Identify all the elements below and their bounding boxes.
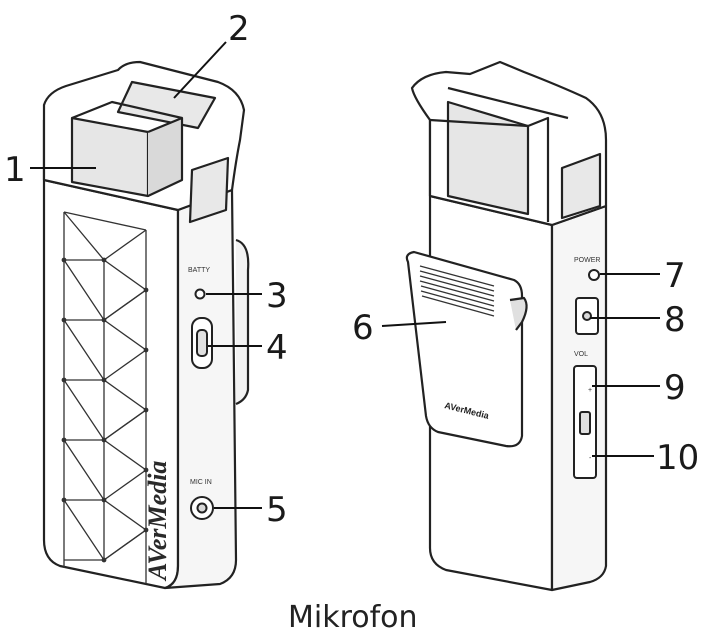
- callout-7: 7: [664, 256, 686, 296]
- battery-led: [194, 288, 206, 300]
- left-front-window: [70, 116, 150, 198]
- callout-6: 6: [352, 308, 374, 348]
- left-controls: BATTY MIC IN: [188, 267, 214, 520]
- clip-grip-lines: [419, 265, 495, 317]
- callout-4: 4: [266, 328, 288, 368]
- vol-minus-label: -: [589, 455, 592, 462]
- right-controls: POWER VOL + -: [573, 257, 600, 479]
- right-head-window: [446, 100, 530, 216]
- left-clip-edge: [235, 238, 250, 406]
- belt-clip: [405, 250, 528, 448]
- left-pattern-dots: [61, 257, 149, 563]
- callout-8: 8: [664, 300, 686, 340]
- callout-5: 5: [266, 490, 288, 530]
- callout-10: 10: [656, 438, 699, 478]
- batty-label: BATTY: [188, 267, 210, 274]
- right-side-window: [560, 152, 602, 220]
- left-body-side: [163, 188, 238, 590]
- figure-caption: Mikrofon: [288, 600, 418, 635]
- left-top-window: [116, 80, 217, 130]
- mic-in-label: MIC IN: [190, 479, 212, 486]
- callout-9: 9: [664, 368, 686, 408]
- vol-label: VOL: [574, 351, 588, 358]
- leader-6: [381, 321, 447, 327]
- clip-hinge: [509, 296, 528, 331]
- left-brand-logo: AVerMedia: [143, 461, 172, 582]
- callout-2: 2: [228, 9, 250, 49]
- left-device: [42, 60, 250, 590]
- leader-lines: [30, 41, 660, 509]
- callout-numbers: 1 2 3 4 5 6 7 8 9 10: [4, 9, 699, 530]
- power-led: [588, 269, 600, 281]
- callout-1: 1: [4, 150, 26, 190]
- vol-plus-label: +: [588, 387, 592, 394]
- left-side-window: [188, 156, 230, 224]
- callout-3: 3: [266, 276, 288, 316]
- leader-2: [173, 41, 227, 99]
- power-label: POWER: [574, 257, 600, 264]
